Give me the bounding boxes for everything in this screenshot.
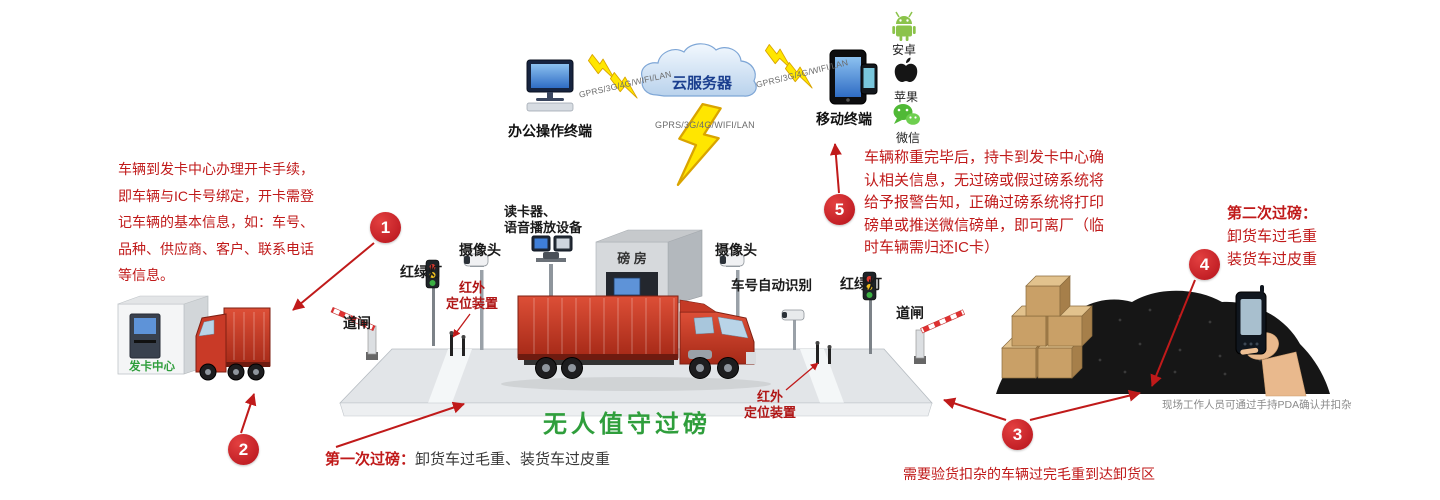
card-center-label: 发卡中心 xyxy=(129,361,175,373)
weighbridge-platform xyxy=(339,348,933,417)
step-circle-5: 5 xyxy=(824,194,855,225)
step3-description: 需要验货扣杂的车辆过完毛重到达卸货区 xyxy=(903,466,1155,482)
reader-label-line2: 语音播放设备 xyxy=(504,220,583,235)
step-circle-3: 3 xyxy=(1002,419,1033,450)
traffic-light-left-label: 红绿灯 xyxy=(400,264,442,280)
desktop-computer-icon xyxy=(526,59,574,112)
wechat-icon xyxy=(893,104,920,125)
second-weigh-title: 第二次过磅： xyxy=(1227,205,1318,222)
main-title: 无人值守过磅 xyxy=(543,411,711,438)
ir-left-line2: 定位装置 xyxy=(445,296,498,311)
cloud-server-label: 云服务器 xyxy=(671,75,732,92)
apple-icon xyxy=(894,57,918,82)
office-terminal-label: 办公操作终端 xyxy=(508,123,592,139)
ir-bottom-label: 红外 定位装置 xyxy=(740,389,800,421)
camera-left-label: 摄像头 xyxy=(459,242,501,258)
cctv-camera-icon xyxy=(463,253,745,350)
pda-hand-icon xyxy=(1235,285,1307,397)
second-weigh-line1: 卸货车过毛重 xyxy=(1227,228,1318,245)
boom-gate-icon xyxy=(330,306,966,364)
ir-bottom-line2: 定位装置 xyxy=(743,405,796,420)
traffic-light-icon xyxy=(425,259,877,354)
second-weigh-block: 第二次过磅： 卸货车过毛重 装货车过皮重 xyxy=(1227,202,1317,271)
network-link-label-center: GPRS/3G/4G/WIFI/LAN xyxy=(655,120,755,130)
second-weigh-line2: 装货车过皮重 xyxy=(1227,251,1318,268)
cloud-server-icon xyxy=(641,43,757,97)
reader-label: 读卡器、 语音播放设备 xyxy=(504,204,582,236)
step1-description: 车辆到发卡中心办理开卡手续，即车辆与IC卡号绑定，开卡需登记车辆的基本信息，如：… xyxy=(118,161,314,283)
flow-arrows xyxy=(240,143,1196,448)
plate-recognition-label: 车号自动识别 xyxy=(731,278,812,293)
small-truck-icon xyxy=(195,307,271,381)
plate-recognition-camera-icon xyxy=(781,309,805,350)
cargo-boxes-icon xyxy=(1001,275,1093,379)
ir-bottom-line1: 红外 xyxy=(756,389,783,404)
traffic-light-right-label: 红绿灯 xyxy=(840,276,882,292)
first-weigh-prefix: 第一次过磅： xyxy=(325,451,416,468)
step-circle-1: 1 xyxy=(370,212,401,243)
camera-right-label: 摄像头 xyxy=(715,242,757,258)
tablet-phone-icon xyxy=(829,49,878,105)
step-circle-2: 2 xyxy=(228,434,259,465)
ir-left-label: 红外 定位装置 xyxy=(444,280,500,312)
app-label-apple: 苹果 xyxy=(894,90,919,104)
gate-right-label: 道闸 xyxy=(896,305,924,321)
android-icon xyxy=(892,11,916,41)
step5-description: 车辆称重完毕后，持卡到发卡中心确认相关信息，无过磅或假过磅系统将给予报警告知，正… xyxy=(864,149,1105,256)
infrared-sensor-icon xyxy=(449,331,832,364)
first-weigh-caption: 第一次过磅：卸货车过毛重、装货车过皮重 xyxy=(325,448,610,469)
pda-note: 现场工作人员可通过手持PDA确认并扣杂 xyxy=(1162,399,1352,411)
step-circle-4: 4 xyxy=(1189,249,1220,280)
first-weigh-text: 卸货车过毛重、装货车过皮重 xyxy=(415,451,611,468)
mobile-terminal-label: 移动终端 xyxy=(816,111,872,127)
weigh-house-icon xyxy=(595,229,703,307)
app-label-wechat: 微信 xyxy=(896,131,921,145)
gate-left-label: 道闸 xyxy=(343,315,371,331)
weigh-house-label: 磅 房 xyxy=(617,251,647,266)
ir-left-line1: 红外 xyxy=(458,280,485,295)
truck-icon xyxy=(517,295,756,379)
app-label-android: 安卓 xyxy=(892,43,917,57)
reader-label-line1: 读卡器、 xyxy=(504,204,557,219)
